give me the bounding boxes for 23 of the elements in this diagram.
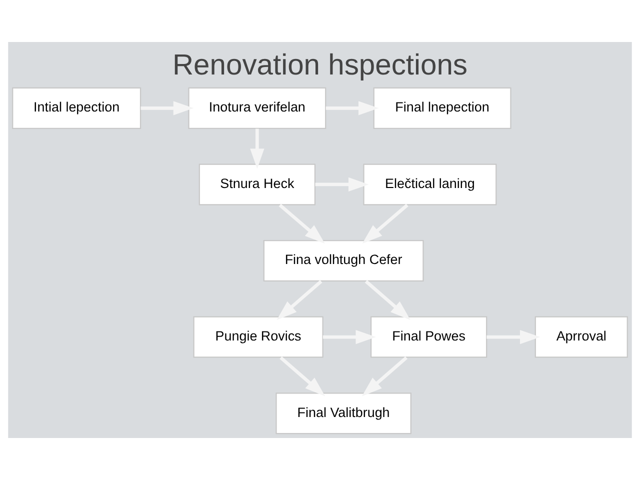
arrow: [322, 330, 376, 344]
diagram-title: Renovation hspections: [172, 49, 468, 82]
arrow: [362, 204, 408, 244]
arrow: [140, 101, 194, 116]
node-box: Intial lepection: [12, 87, 142, 129]
arrow: [364, 280, 410, 320]
arrow: [315, 177, 369, 192]
node-box: Pungie Rovics: [193, 316, 324, 358]
arrow: [486, 330, 540, 344]
node-box: Elečtical laning: [363, 164, 497, 206]
node-box: Final lnepection: [373, 87, 512, 129]
node-box: Final Valitbrugh: [276, 392, 412, 434]
node-box: Final Powes: [370, 316, 488, 358]
node-box: Inotura verifelan: [188, 87, 326, 129]
arrow: [276, 280, 322, 320]
node-box: Stnura Heck: [198, 164, 316, 206]
arrow: [362, 356, 408, 396]
arrow: [326, 101, 379, 116]
arrow: [250, 128, 264, 169]
node-box: Fina volhtugh Cefer: [263, 240, 424, 282]
arrow: [280, 356, 326, 396]
node-box: Aprroval: [534, 316, 628, 358]
arrow: [278, 204, 325, 244]
